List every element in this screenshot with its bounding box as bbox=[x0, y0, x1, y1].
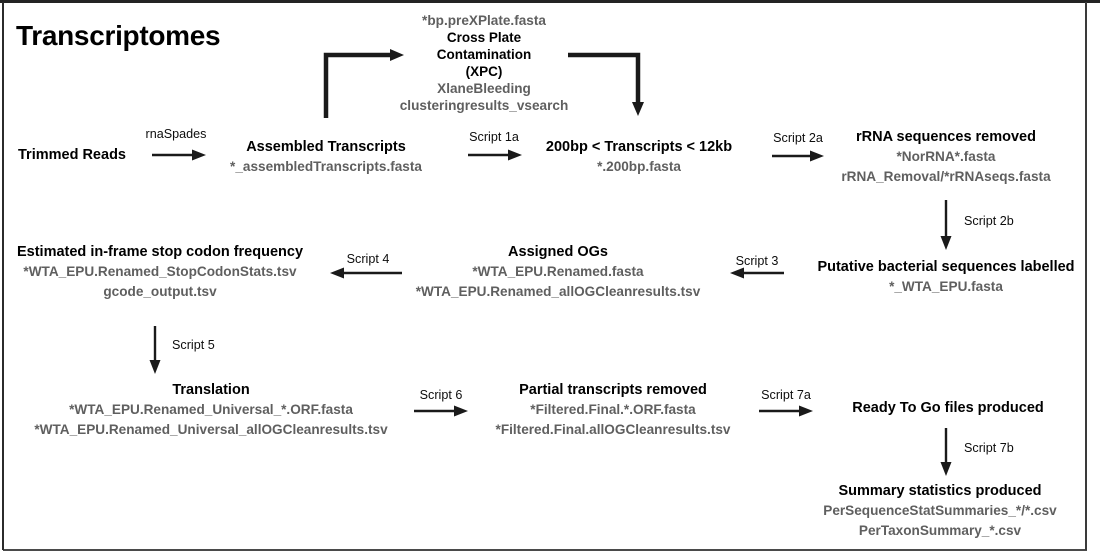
translation-file-2: *WTA_EPU.Renamed_Universal_allOGCleanres… bbox=[34, 422, 388, 437]
node-bacterial-labelled: Putative bacterial sequences labelled *_… bbox=[817, 258, 1074, 297]
stop-codon-file-1: *WTA_EPU.Renamed_StopCodonStats.tsv bbox=[23, 264, 297, 279]
rrna-removed-file-1: *NorRNA*.fasta bbox=[896, 149, 996, 164]
edge-label-script-3: Script 3 bbox=[735, 254, 779, 268]
edge-label-script-7a: Script 7a bbox=[761, 388, 811, 402]
partial-removed-file-1: *Filtered.Final.*.ORF.fasta bbox=[530, 402, 696, 417]
edge-label-script-1a: Script 1a bbox=[469, 130, 519, 144]
page-title: Transcriptomes bbox=[16, 20, 221, 51]
arrow-script-6 bbox=[414, 404, 470, 418]
arrow-script-2b bbox=[939, 200, 953, 252]
summary-stats-file-1: PerSequenceStatSummaries_*/*.csv bbox=[823, 503, 1057, 518]
frame-top-border bbox=[0, 0, 1100, 3]
arrow-rnaspades bbox=[152, 148, 208, 162]
xpc-input-file: *bp.preXPlate.fasta bbox=[422, 13, 546, 28]
bacterial-labelled-header: Putative bacterial sequences labelled bbox=[817, 259, 1075, 275]
translation-file-1: *WTA_EPU.Renamed_Universal_*.ORF.fasta bbox=[69, 402, 353, 417]
edge-label-script-4: Script 4 bbox=[346, 252, 390, 266]
frame-right-border bbox=[1085, 2, 1087, 550]
partial-removed-header: Partial transcripts removed bbox=[519, 382, 707, 398]
edge-label-script-2b: Script 2b bbox=[964, 214, 1014, 228]
arrow-script-3 bbox=[730, 266, 784, 280]
node-assembled-transcripts: Assembled Transcripts *_assembledTranscr… bbox=[230, 138, 422, 177]
edge-label-script-2a: Script 2a bbox=[773, 131, 823, 145]
frame-left-border bbox=[2, 2, 4, 550]
arrow-script-7a bbox=[759, 404, 815, 418]
size-filter-header: 200bp < Transcripts < 12kb bbox=[545, 139, 733, 155]
arrow-script-7b bbox=[939, 428, 953, 478]
node-rrna-removed: rRNA sequences removed *NorRNA*.fasta rR… bbox=[841, 128, 1050, 187]
translation-header: Translation bbox=[172, 382, 250, 398]
partial-removed-file-2: *Filtered.Final.allOGCleanresults.tsv bbox=[495, 422, 731, 437]
stop-codon-header: Estimated in-frame stop codon frequency bbox=[16, 244, 304, 260]
arrow-from-xpc bbox=[566, 46, 656, 118]
edge-label-rnaspades: rnaSpades bbox=[145, 127, 207, 141]
trimmed-reads-header: Trimmed Reads bbox=[18, 147, 126, 163]
xpc-file-2: clusteringresults_vsearch bbox=[399, 98, 569, 113]
assembled-transcripts-header: Assembled Transcripts bbox=[246, 139, 406, 155]
frame-bottom-border bbox=[3, 549, 1087, 551]
edge-label-script-7b: Script 7b bbox=[964, 441, 1014, 455]
edge-label-script-6: Script 6 bbox=[419, 388, 463, 402]
assigned-ogs-file-2: *WTA_EPU.Renamed_allOGCleanresults.tsv bbox=[415, 284, 701, 299]
summary-stats-file-2: PerTaxonSummary_*.csv bbox=[858, 523, 1022, 538]
assembled-transcripts-file-1: *_assembledTranscripts.fasta bbox=[230, 159, 422, 174]
node-partial-removed: Partial transcripts removed *Filtered.Fi… bbox=[496, 381, 731, 440]
bacterial-labelled-file-1: *_WTA_EPU.fasta bbox=[889, 279, 1003, 294]
stop-codon-file-2: gcode_output.tsv bbox=[103, 284, 217, 299]
node-summary-stats: Summary statistics produced PerSequenceS… bbox=[823, 482, 1056, 541]
assigned-ogs-file-1: *WTA_EPU.Renamed.fasta bbox=[472, 264, 644, 279]
arrow-to-xpc bbox=[318, 46, 408, 118]
node-size-filter: 200bp < Transcripts < 12kb *.200bp.fasta bbox=[546, 138, 732, 177]
ready-to-go-header: Ready To Go files produced bbox=[852, 400, 1044, 416]
xpc-header-line-2: Contamination bbox=[436, 47, 532, 62]
rrna-removed-file-2: rRNA_Removal/*rRNAseqs.fasta bbox=[841, 169, 1051, 184]
arrow-script-4 bbox=[330, 266, 402, 280]
xpc-file-1: XlaneBleeding bbox=[437, 81, 531, 96]
edge-label-script-5: Script 5 bbox=[172, 338, 215, 352]
node-stop-codon: Estimated in-frame stop codon frequency … bbox=[17, 243, 303, 302]
node-cross-plate-contamination: *bp.preXPlate.fasta Cross Plate Contamin… bbox=[400, 12, 569, 114]
arrow-script-2a bbox=[772, 149, 826, 163]
summary-stats-header: Summary statistics produced bbox=[838, 483, 1042, 499]
arrow-script-5 bbox=[148, 326, 162, 376]
node-assigned-ogs: Assigned OGs *WTA_EPU.Renamed.fasta *WTA… bbox=[416, 243, 701, 302]
node-translation: Translation *WTA_EPU.Renamed_Universal_*… bbox=[34, 381, 387, 440]
arrow-script-1a bbox=[468, 148, 524, 162]
node-ready-to-go: Ready To Go files produced bbox=[852, 399, 1043, 418]
size-filter-file-1: *.200bp.fasta bbox=[597, 159, 681, 174]
node-trimmed-reads: Trimmed Reads bbox=[18, 146, 126, 165]
xpc-header-line-3: (XPC) bbox=[465, 64, 503, 79]
xpc-header-line-1: Cross Plate bbox=[446, 30, 522, 45]
rrna-removed-header: rRNA sequences removed bbox=[856, 129, 1036, 145]
assigned-ogs-header: Assigned OGs bbox=[508, 244, 608, 260]
